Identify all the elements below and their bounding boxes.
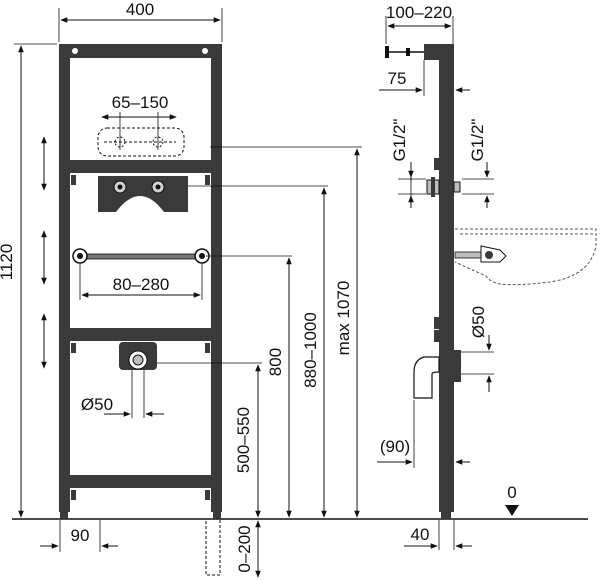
fitting-plate [98,176,188,212]
adjustable-bracket [75,253,207,260]
front-dimensions: 400 1120 65–150 80–280 Ø50 90 [0,0,362,578]
floor-level-marker [505,505,519,516]
side-dimensions: 100–220 75 G1/2" G1/2" Ø50 (90) 0 [377,3,519,550]
side-foot [441,512,451,519]
front-frame [59,44,222,576]
dim-height-1120: 1120 [0,244,16,281]
dim-offset-75: 75 [388,69,407,88]
dim-pipe-spacing: 65–150 [112,93,169,112]
dim-floor-zero: 0 [507,483,516,502]
bottom-rail [70,475,211,488]
middle-rail [70,328,211,341]
dim-800: 800 [266,348,285,376]
dim-thread-right: G1/2" [468,119,487,162]
dim-width-400: 400 [126,0,154,19]
dim-offset-100-220: 100–220 [386,3,452,22]
right-upright [211,44,222,512]
dim-max-1070: max 1070 [334,281,353,356]
sink-outline [454,228,597,286]
side-post [439,44,454,512]
dim-foot-40: 40 [411,525,430,544]
upper-rail [70,160,211,173]
side-frame [385,44,597,519]
left-upright [59,44,70,512]
below-floor-pipe [205,518,221,576]
dim-bracket-spacing: 80–280 [113,275,170,294]
dim-foot-90: 90 [71,526,90,545]
dim-500-550: 500–550 [234,407,253,473]
dim-drain-side: Ø50 [469,306,488,338]
dim-0-200: 0–200 [235,525,254,572]
dim-drain-front: Ø50 [81,395,113,414]
right-foot [213,512,221,519]
dim-thread-left: G1/2" [390,119,409,162]
supply-plate-outline [97,127,185,157]
side-drain-connection [439,350,461,382]
drain-elbow [413,356,440,399]
dim-offset-90: (90) [380,437,410,456]
top-rail [59,44,222,58]
dim-880-1000: 880–1000 [301,312,320,388]
left-foot [60,512,68,519]
